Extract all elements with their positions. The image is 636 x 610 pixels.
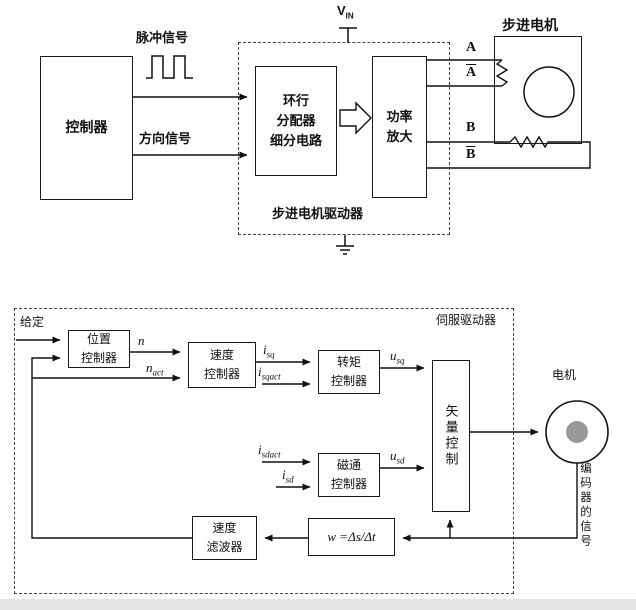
nact-sub: act [152, 367, 164, 378]
pulse-signal-label: 脉冲信号 [136, 30, 189, 45]
stepper-driver-dashed-box [238, 42, 450, 235]
controller-box: 控制器 [40, 56, 133, 200]
omega-formula-label: w =Δs/Δt [327, 529, 376, 544]
power-amp-label: 功率 放大 [386, 108, 413, 144]
speed-filter-box: 速度 滤波器 [192, 516, 257, 560]
position-controller-box: 位置 控制器 [68, 330, 130, 368]
speed-controller-label: 速度 控制器 [203, 348, 240, 381]
speed-controller-box: 速度 控制器 [188, 342, 256, 388]
rotor-dot-icon [566, 421, 588, 443]
isdact-sub: sdact [261, 449, 281, 460]
isdact-base: i [258, 442, 262, 457]
n-base: n [138, 333, 145, 348]
ring-distributor-box: 环行 分配器 细分电路 [255, 66, 337, 176]
power-amp-box: 功率 放大 [372, 56, 427, 198]
signal-n-label: n [138, 333, 145, 349]
vin-base: V [337, 3, 346, 18]
pulse-waveform-icon [146, 55, 193, 79]
phase-b-bar-label: B [466, 147, 476, 162]
flux-controller-box: 磁通 控制器 [318, 453, 380, 497]
phase-a-label: A [466, 40, 477, 55]
isq-base: i [263, 342, 267, 357]
ground-symbol [336, 235, 354, 255]
phase-b-label: B [466, 120, 476, 135]
vin-label: VIN [337, 3, 354, 21]
isqact-sub: sqact [261, 371, 281, 382]
power-rail-symbol [339, 27, 357, 43]
servo-driver-dashed-box [14, 308, 514, 594]
signal-isd-label: isd [282, 467, 294, 485]
vector-control-box: 矢量控制 [432, 360, 470, 512]
isd-sub: sd [285, 474, 294, 485]
scan-artifact-strip [0, 599, 636, 610]
setpoint-label: 给定 [20, 315, 45, 329]
usd-base: u [390, 448, 397, 463]
speed-filter-label: 速度 滤波器 [206, 521, 243, 554]
phase-a-bar-label: A [466, 65, 477, 80]
position-controller-label: 位置 控制器 [80, 332, 117, 365]
torque-controller-label: 转矩 控制器 [330, 355, 367, 388]
omega-formula-box: w =Δs/Δt [308, 518, 395, 556]
isq-sub: sq [266, 349, 275, 360]
vin-sub: IN [345, 11, 354, 21]
isqact-base: i [258, 364, 262, 379]
motor-label: 电机 [552, 368, 577, 382]
stepper-driver-label: 步进电机驱动器 [272, 206, 364, 221]
signal-isq-label: isq [263, 342, 275, 360]
isd-base: i [282, 467, 286, 482]
signal-usd-label: usd [390, 448, 405, 466]
vector-control-label: 矢量控制 [443, 404, 459, 468]
ring-distributor-label: 环行 分配器 细分电路 [269, 92, 322, 149]
servo-motor-icon [545, 400, 609, 464]
torque-controller-box: 转矩 控制器 [318, 350, 380, 394]
signal-nact-label: nact [146, 360, 164, 378]
signal-isdact-label: isdact [258, 442, 281, 460]
usq-base: u [390, 348, 397, 363]
stepper-motor-box [494, 36, 582, 144]
direction-signal-label: 方向信号 [139, 131, 192, 146]
signal-isqact-label: isqact [258, 364, 281, 382]
encoder-signal-label: 编码器的信号 [579, 462, 591, 549]
usq-sub: sq [396, 355, 405, 366]
stepper-motor-title: 步进电机 [502, 17, 558, 33]
signal-usq-label: usq [390, 348, 405, 366]
controller-label: 控制器 [65, 119, 108, 136]
servo-driver-title: 伺服驱动器 [436, 313, 497, 327]
usd-sub: sd [396, 455, 405, 466]
flux-controller-label: 磁通 控制器 [330, 458, 367, 491]
